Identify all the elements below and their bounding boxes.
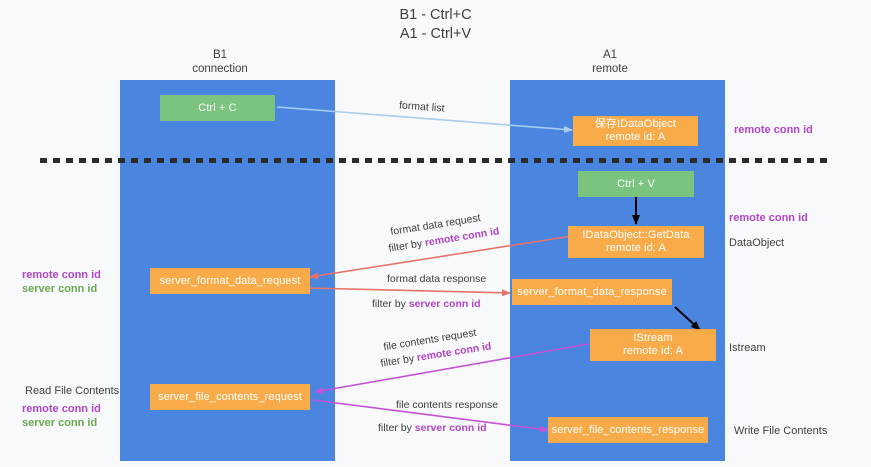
column-header-b1: B1 connection [192,49,248,75]
box-server-file-contents-request[interactable]: server_file_contents_request [150,384,310,410]
label-format-list: format list [398,99,445,115]
label-file-contents-response-filter: filter by server conn id [378,422,487,435]
label-format-data-response: format data response [387,273,487,285]
left-label-remote-conn-id-2: remote conn id [22,403,101,415]
right-label-write-file-contents: Write File Contents [734,425,828,437]
label-format-data-response-filter: filter by server conn id [372,298,481,311]
filter-prefix: filter by [378,422,415,434]
box-idataobject-getdata[interactable]: IDataObject::GetData remote id: A [568,226,704,258]
left-label-server-conn-id: server conn id [22,283,98,295]
box-server-file-contents-response[interactable]: server_file_contents_response [548,417,708,443]
left-label-server-conn-id-2: server conn id [22,417,98,429]
box-ctrl-v[interactable]: Ctrl + V [578,171,694,197]
right-label-remote-conn-id-top: remote conn id [734,124,813,136]
wire-format-data-response [307,287,511,297]
right-label-dataobject: DataObject [729,237,785,249]
label-file-contents-response: file contents response [396,399,499,411]
box-istream[interactable]: IStream remote id: A [590,329,716,361]
box-server-format-data-request[interactable]: server_format_data_request [150,268,310,294]
column-header-a1: A1 remote [592,49,628,75]
section-divider [40,158,831,163]
filter-prefix: filter by [372,298,409,310]
box-idataobject[interactable]: 保存IDataObject remote id: A [573,116,698,146]
box-server-format-data-response[interactable]: server_format_data_response [512,279,672,305]
right-label-istream: Istream [729,342,766,354]
left-label-remote-conn-id: remote conn id [22,269,101,281]
filter-value-server-conn-id: server conn id [414,422,487,434]
page-title: B1 - Ctrl+C A1 - Ctrl+V [399,7,472,42]
filter-value-server-conn-id: server conn id [408,298,481,310]
filter-prefix: filter by [387,237,426,255]
box-ctrl-c[interactable]: Ctrl + C [160,95,275,121]
left-label-read-file-contents: Read File Contents [25,385,120,397]
filter-prefix: filter by [379,352,418,370]
right-label-remote-conn-id-middle: remote conn id [729,212,808,224]
